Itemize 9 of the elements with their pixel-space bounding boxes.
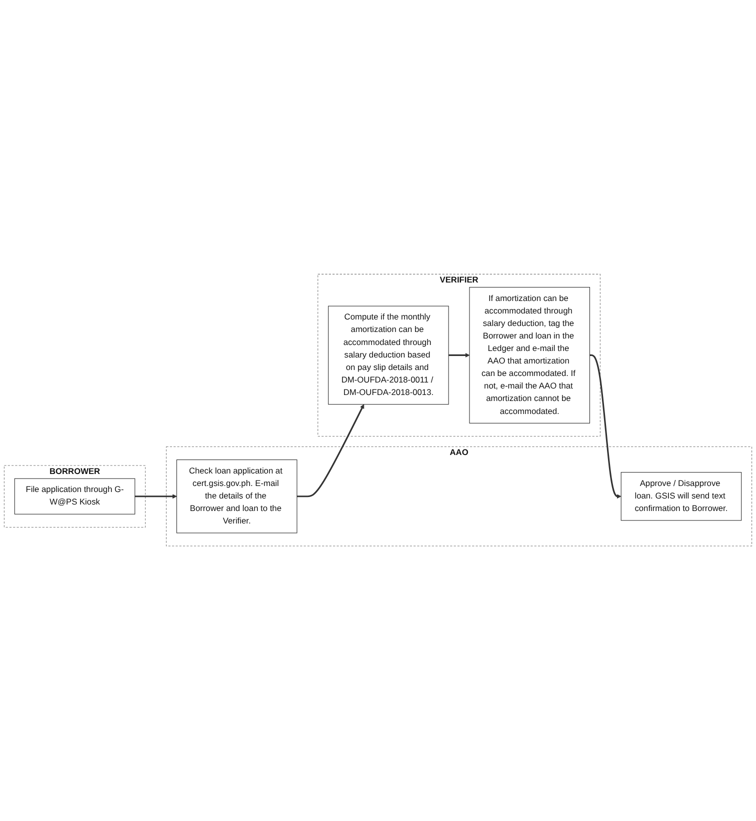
node-box: File application through G-W@PS Kiosk [14,478,136,515]
arrow [448,353,470,358]
arrow [590,354,622,500]
node-box: If amortization can be accommodated through salary deduction, tag the Borrower and loan in the Ledger and e-mail the AAO that amortization can be accommodated. If not, e-mail the AAO that amortization cannot be accommodated. [469,287,590,424]
node-box: Approve / Disapprove loan. GSIS will send text confirmation to Borrower. [620,472,742,522]
node-box: Check loan application at cert.gsis.gov.ph. E-mail the details of the Borrower and loan to the Verifier. [176,460,298,534]
arrow [296,404,364,498]
node-box: Compute if the monthly amortization can be accommodated through salary deduction based on pay slip details and DM-OUFDA-2018-0011 / DM-OUFDA-2018-0013. [328,306,449,406]
arrow [134,494,177,500]
